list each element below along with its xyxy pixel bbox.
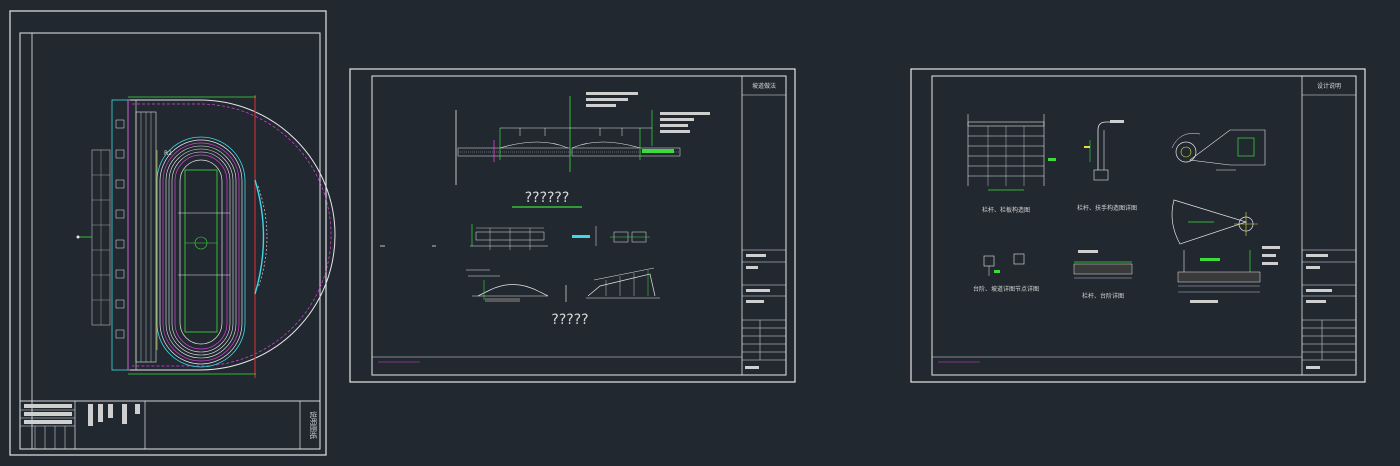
running-track bbox=[156, 136, 246, 368]
stadium-building-strip bbox=[76, 149, 111, 326]
detail-sector-diagram bbox=[1171, 199, 1258, 245]
sheet-1[interactable]: 说明图纸 bbox=[9, 10, 336, 456]
detail-step-section bbox=[1073, 250, 1133, 279]
detail-caption-3: 台阶、坡道详图节点详图 bbox=[973, 285, 1039, 293]
sheet-3-inner-frame bbox=[931, 75, 1357, 376]
section-drawing-1 bbox=[455, 92, 710, 185]
sheet-3[interactable]: 设计说明 bbox=[910, 68, 1366, 383]
sheet-2-title-label: 坡道做法 bbox=[752, 82, 776, 90]
sheet-3-title-label: 设计说明 bbox=[1317, 82, 1341, 90]
detail-caption-2: 栏杆、扶手构造图详图 bbox=[1077, 204, 1137, 212]
section-caption-1: ?????? bbox=[525, 190, 570, 206]
detail-handrail-section bbox=[1084, 120, 1124, 181]
sheet-1-inner-frame bbox=[19, 32, 321, 450]
section-drawing-2 bbox=[380, 224, 650, 250]
sheet-3-outer-border bbox=[910, 68, 1366, 383]
sheet-2-title-column: 坡道做法 bbox=[742, 82, 786, 369]
section-caption-2: ????? bbox=[551, 312, 588, 328]
sheet-1-outer-border bbox=[9, 10, 327, 456]
sheet-1-title-text: 说明图纸 bbox=[309, 411, 318, 439]
grandstand bbox=[111, 99, 157, 371]
detail-caption-1: 栏杆、栏板构造图 bbox=[982, 206, 1030, 214]
sheet-1-title-block: 说明图纸 bbox=[19, 400, 321, 450]
section-drawing-3 bbox=[466, 267, 660, 302]
detail-pavement-layers bbox=[1177, 246, 1280, 303]
sheet-3-title-column: 设计说明 bbox=[1302, 82, 1356, 369]
sheet-2-outer-border bbox=[349, 68, 796, 383]
detail-caption-4: 栏杆、台阶详图 bbox=[1082, 292, 1124, 300]
sheet-2[interactable]: 坡道做法 bbox=[349, 68, 796, 383]
site-boundary bbox=[130, 99, 336, 371]
football-field bbox=[184, 169, 218, 333]
detail-plan-view bbox=[1171, 129, 1266, 171]
sheet-2-inner-frame bbox=[371, 75, 787, 376]
detail-small-node bbox=[983, 253, 1025, 276]
sheet-1-tag: R2 bbox=[164, 150, 172, 157]
detail-railing-elevation bbox=[967, 114, 1056, 191]
